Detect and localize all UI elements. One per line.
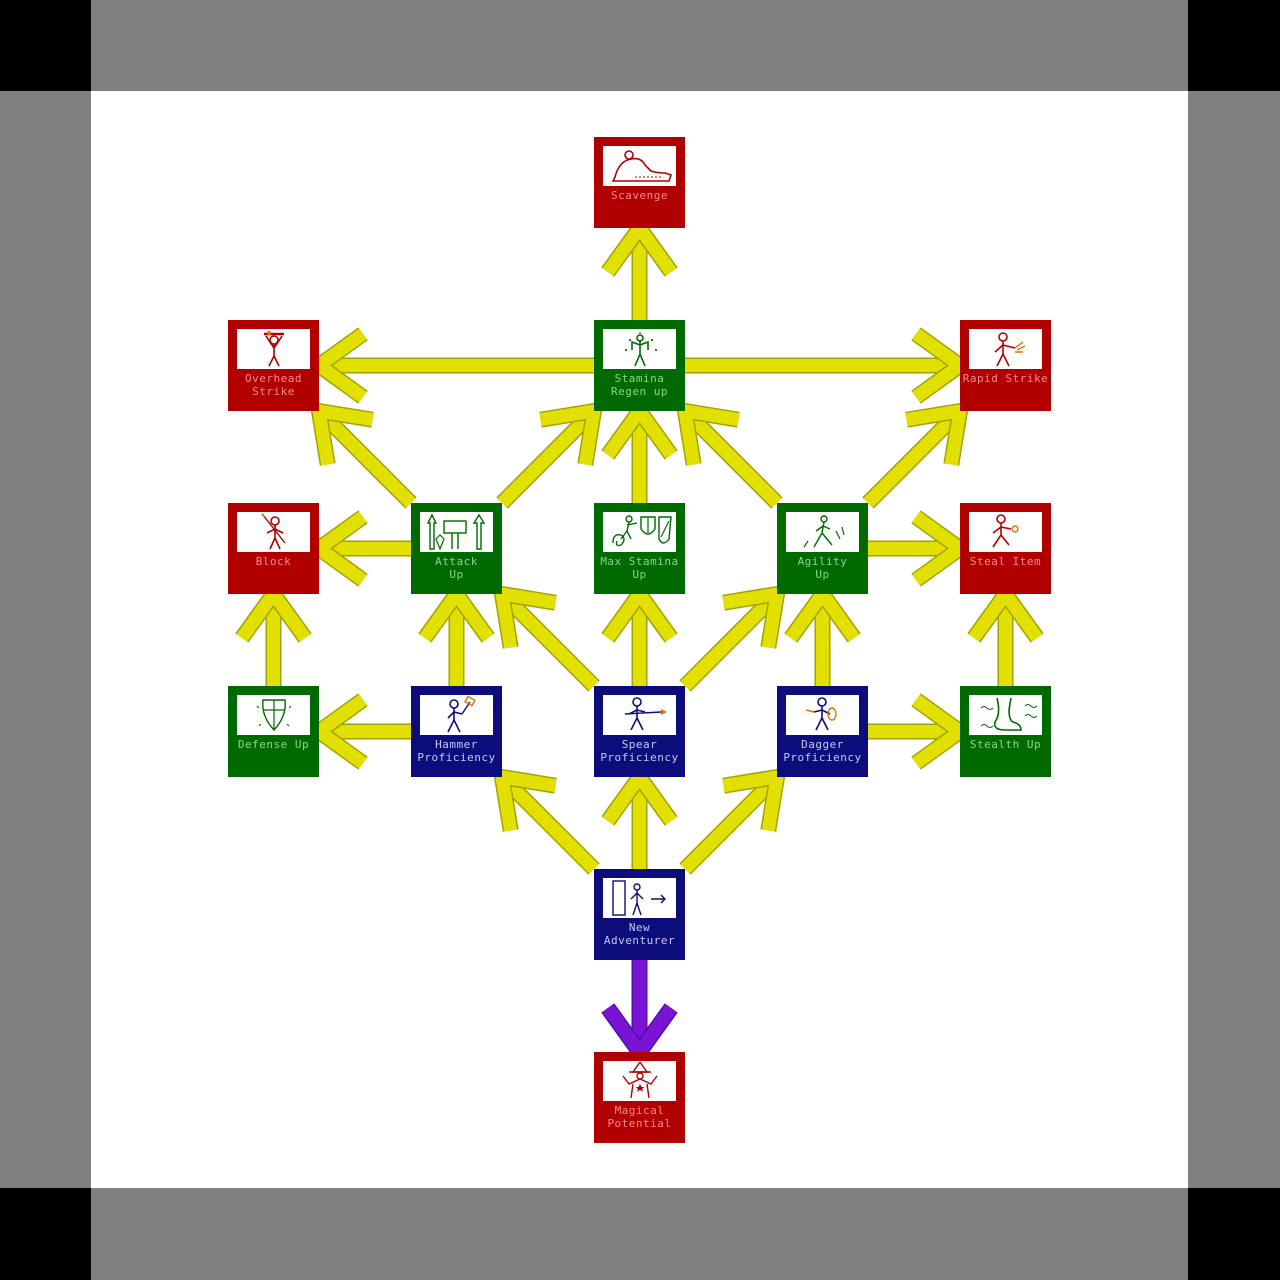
skill-label: Hammer Proficiency (417, 738, 496, 764)
right-gray-band (1188, 91, 1280, 1188)
skill-label: Overhead Strike (245, 372, 302, 398)
link-arrow-hammer_proficiency-to-attack_up (418, 580, 495, 686)
scavenge-icon (603, 146, 676, 186)
skill-node-hammer-proficiency[interactable]: Hammer Proficiency (411, 686, 502, 777)
link-arrow-attack_up-to-block (305, 510, 411, 587)
skill-label: Defense Up (237, 738, 310, 751)
skill-node-block[interactable]: Block (228, 503, 319, 594)
agility-up-icon (786, 512, 859, 552)
skill-label: Stamina Regen up (611, 372, 668, 398)
stealth-boot-icon (969, 695, 1042, 735)
attack-up-icon (420, 512, 493, 552)
link-arrow-stamina_regen_up-to-rapid_strike (685, 327, 974, 404)
block-icon (237, 512, 310, 552)
link-arrow-new_adventurer-to-hammer_proficiency (492, 767, 600, 875)
max-stamina-icon (603, 512, 676, 552)
rapid-strike-icon (969, 329, 1042, 369)
skill-node-defense-up[interactable]: Defense Up (228, 686, 319, 777)
skill-label: Block (255, 555, 292, 568)
dagger-icon (786, 695, 859, 735)
link-arrow-defense_up-to-block (235, 580, 312, 686)
link-arrow-attack_up-to-stamina_regen_up (496, 401, 604, 509)
link-arrow-stealth_up-to-steal_item (967, 580, 1044, 686)
spear-icon (603, 695, 676, 735)
skill-label: New Adventurer (603, 921, 676, 947)
steal-item-icon (969, 512, 1042, 552)
stamina-regen-icon (603, 329, 676, 369)
adventurer-door-icon (603, 878, 676, 918)
skill-node-magical-potential[interactable]: Magical Potential (594, 1052, 685, 1143)
skill-label: Spear Proficiency (600, 738, 679, 764)
skill-node-scavenge[interactable]: Scavenge (594, 137, 685, 228)
skill-node-new-adventurer[interactable]: New Adventurer (594, 869, 685, 960)
skill-node-stamina-regen-up[interactable]: Stamina Regen up (594, 320, 685, 411)
link-arrow-hammer_proficiency-to-defense_up (305, 693, 411, 770)
link-arrow-spear_proficiency-to-max_stamina_up (601, 580, 678, 686)
link-arrow-max_stamina_up-to-stamina_regen_up (601, 397, 678, 503)
skill-node-overhead-strike[interactable]: Overhead Strike (228, 320, 319, 411)
skill-label: Magical Potential (607, 1104, 672, 1130)
top-gray-band (91, 0, 1188, 91)
wizard-icon (603, 1061, 676, 1101)
skill-node-max-stamina-up[interactable]: Max Stamina Up (594, 503, 685, 594)
shield-icon (237, 695, 310, 735)
skill-node-spear-proficiency[interactable]: Spear Proficiency (594, 686, 685, 777)
link-arrow-attack_up-to-overhead_strike (309, 401, 417, 509)
link-arrow-new_adventurer-to-dagger_proficiency (679, 767, 787, 875)
link-arrow-stamina_regen_up-to-overhead_strike (305, 327, 594, 404)
skill-node-stealth-up[interactable]: Stealth Up (960, 686, 1051, 777)
hammer-icon (420, 695, 493, 735)
link-arrow-spear_proficiency-to-attack_up (492, 584, 600, 692)
skill-label: Stealth Up (969, 738, 1042, 751)
link-arrow-agility_up-to-stamina_regen_up (675, 401, 783, 509)
skill-node-rapid-strike[interactable]: Rapid Strike (960, 320, 1051, 411)
skill-label: Attack Up (435, 555, 478, 581)
link-arrow-agility_up-to-steal_item (868, 510, 974, 587)
skill-label: Max Stamina Up (600, 555, 679, 581)
link-arrow-spear_proficiency-to-agility_up (679, 584, 787, 692)
skill-node-agility-up[interactable]: Agility Up (777, 503, 868, 594)
skill-node-dagger-proficiency[interactable]: Dagger Proficiency (777, 686, 868, 777)
skill-label: Steal Item (969, 555, 1042, 568)
left-gray-band (0, 91, 91, 1188)
link-arrow-dagger_proficiency-to-agility_up (784, 580, 861, 686)
skill-label: Agility Up (797, 555, 848, 581)
bottom-gray-band (91, 1188, 1188, 1280)
overhead-strike-icon (237, 329, 310, 369)
link-arrow-dagger_proficiency-to-stealth_up (868, 693, 974, 770)
skill-node-steal-item[interactable]: Steal Item (960, 503, 1051, 594)
link-arrow-new_adventurer-to-spear_proficiency (601, 763, 678, 869)
skill-node-attack-up[interactable]: Attack Up (411, 503, 502, 594)
skill-label: Dagger Proficiency (783, 738, 862, 764)
link-arrow-agility_up-to-rapid_strike (862, 401, 970, 509)
link-arrow-stamina_regen_up-to-scavenge (601, 214, 678, 320)
skill-label: Scavenge (611, 189, 668, 202)
skill-label: Rapid Strike (962, 372, 1049, 385)
link-arrow-new_adventurer-to-magical_potential (601, 960, 678, 1066)
